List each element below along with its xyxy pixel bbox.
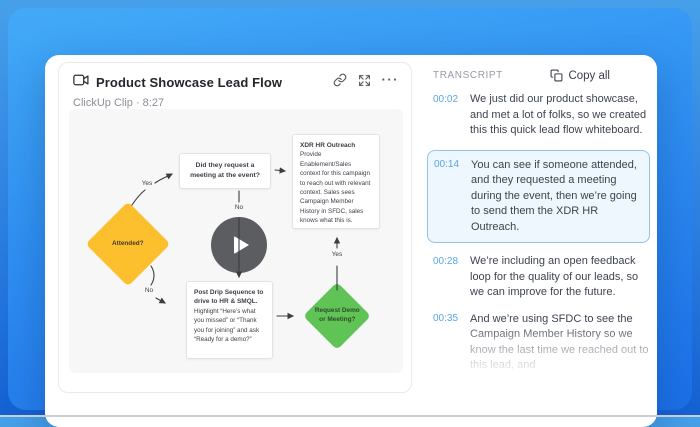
expand-icon[interactable] [358,74,371,87]
clip-title: Product Showcase Lead Flow [96,75,283,90]
flow-node-attended: Attended? [85,201,171,287]
edge-label-no: No [144,287,154,294]
edge-label-no: No [234,204,244,211]
transcript-panel: TRANSCRIPT Copy all 00:02 We just did ou… [427,69,650,385]
video-camera-icon [73,73,89,92]
clip-meta: ClickUp Clip · 8:27 [73,97,165,109]
flow-node-request-demo-label: Request Demo or Meeting? [314,307,360,323]
transcript-entry-active[interactable]: 00:14 You can see if someone attended, a… [427,149,650,243]
timestamp: 00:35 [433,313,459,324]
flow-node-meeting-question-label: Did they request a meeting at the event? [190,162,260,179]
transcript-entry[interactable]: 00:02 We just did our product showcase, … [428,92,650,139]
edge-label-yes: Yes [331,251,343,258]
timestamp: 00:28 [433,255,459,267]
flow-node-request-demo: Request Demo or Meeting? [303,282,371,350]
clip-header: Product Showcase Lead Flow ClickUp Clip … [73,73,399,109]
more-options-button[interactable]: ··· [381,72,399,87]
edge-label-yes: Yes [141,180,153,187]
clip-card: Product Showcase Lead Flow ClickUp Clip … [58,62,412,393]
flow-node-post-drip: Post Drip Sequence to drive to HR & SMQL… [186,281,273,359]
copy-link-icon[interactable] [333,73,347,87]
flow-node-xdr-body: Provide Enablement/Sales context for thi… [300,151,371,225]
copy-icon [550,69,563,82]
transcript-heading: TRANSCRIPT [433,70,503,81]
flow-node-post-drip-title: Post Drip Sequence to drive to HR & SMQL… [194,289,264,306]
whiteboard-video-frame: Did they request a meeting at the event?… [69,109,403,373]
timestamp: 00:02 [433,93,459,105]
content-card: Product Showcase Lead Flow ClickUp Clip … [45,55,657,427]
play-button[interactable] [211,217,267,273]
transcript-text: And we’re using SFDC to see the Campaign… [470,312,649,372]
screenshot-bottom-edge [0,415,700,417]
transcript-text: We just did our product showcase, and me… [470,93,647,136]
flow-node-xdr-outreach: XDR HR Outreach Provide Enablement/Sales… [292,134,380,229]
flow-node-post-drip-body: Highlight “Here’s what you missed” or “T… [194,307,260,344]
transcript-entry[interactable]: 00:28 We’re including an open feedback l… [428,254,650,301]
transcript-text: We’re including an open feedback loop fo… [470,255,639,298]
play-icon [234,236,249,254]
copy-all-label: Copy all [568,69,610,82]
flow-node-attended-label: Attended? [112,239,144,247]
timestamp: 00:14 [434,159,460,170]
flow-node-meeting-question: Did they request a meeting at the event? [179,153,271,189]
transcript-entry[interactable]: 00:35 And we’re using SFDC to see the Ca… [428,312,650,374]
copy-all-button[interactable]: Copy all [550,69,610,82]
transcript-text: You can see if someone attended, and the… [471,158,637,233]
flow-node-xdr-title: XDR HR Outreach [300,142,356,149]
